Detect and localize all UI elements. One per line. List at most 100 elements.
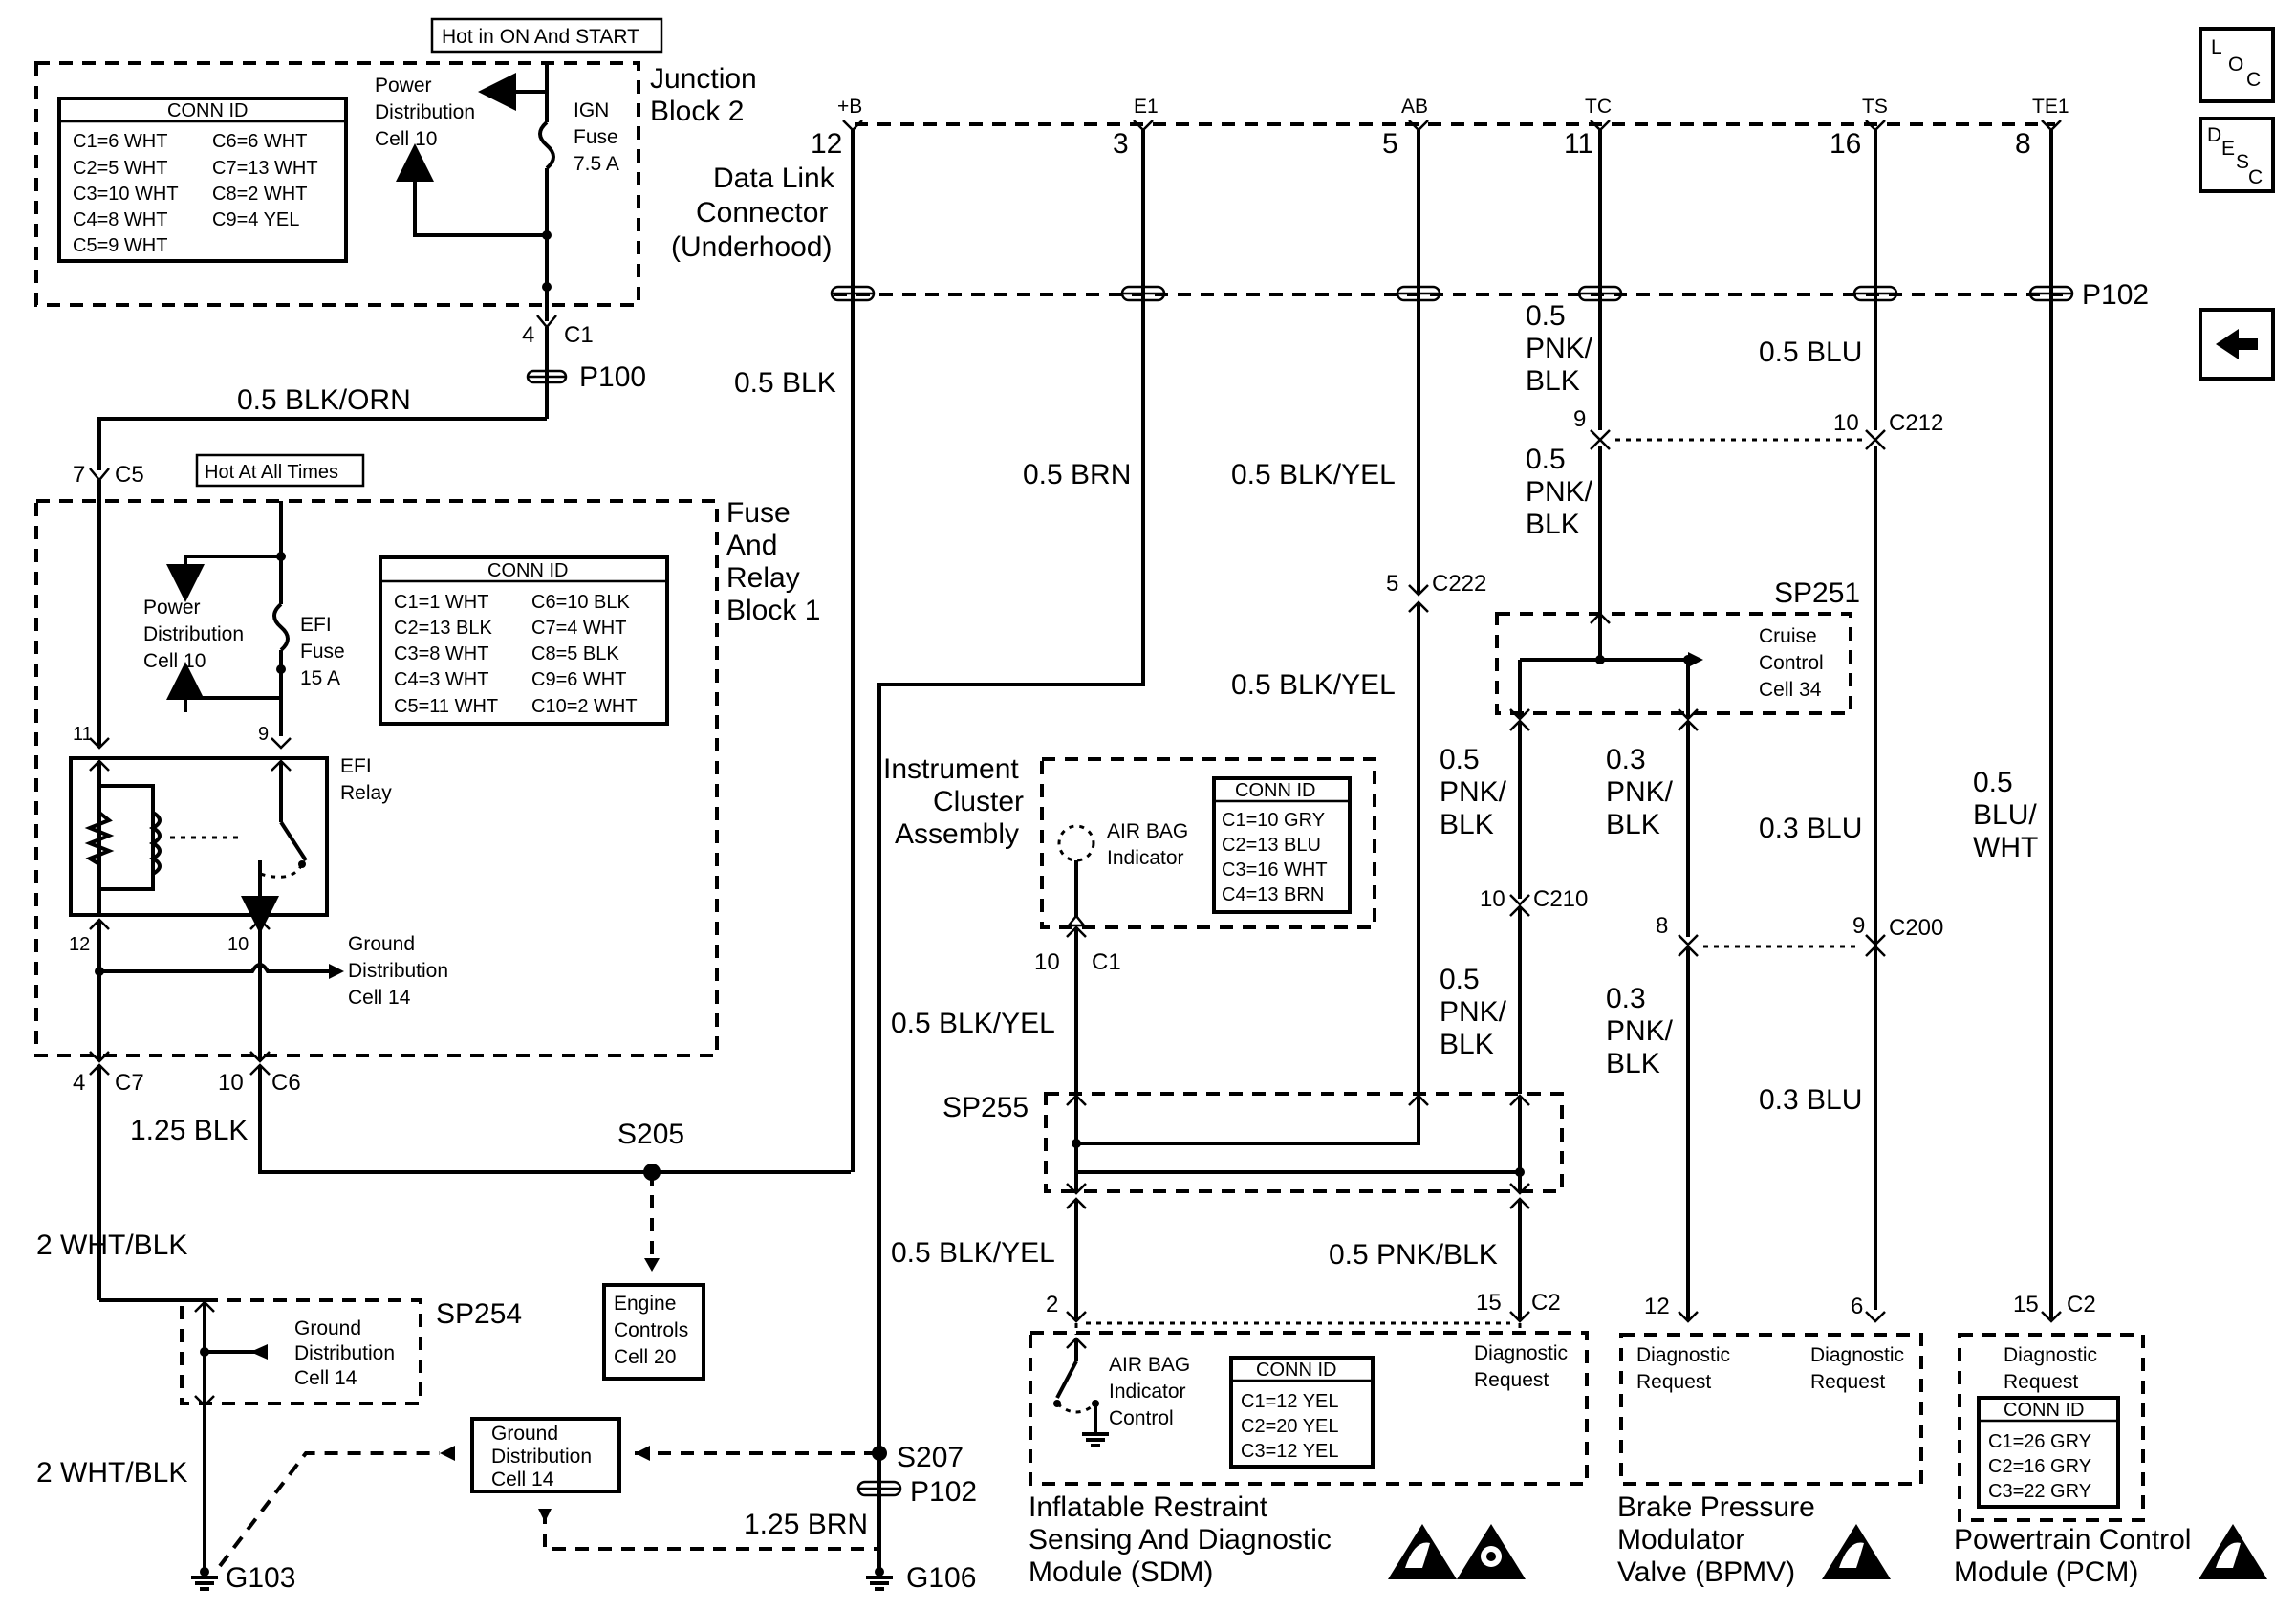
svg-text:AB: AB — [1401, 96, 1428, 118]
svg-text:CONN ID: CONN ID — [1256, 1360, 1336, 1381]
svg-text:C2: C2 — [2067, 1292, 2096, 1317]
svg-text:CONN ID: CONN ID — [487, 560, 568, 581]
svg-text:BLK: BLK — [1440, 1029, 1494, 1060]
svg-text:15 A: 15 A — [300, 667, 340, 689]
svg-text:C2=5 WHT: C2=5 WHT — [73, 158, 167, 179]
svg-text:AIR BAG: AIR BAG — [1109, 1354, 1190, 1376]
wire-label: 0.3 BLU — [1759, 1084, 1862, 1116]
back-button[interactable] — [2199, 308, 2275, 381]
svg-text:10: 10 — [218, 1070, 244, 1096]
svg-text:C212: C212 — [1889, 410, 1943, 436]
data-link-connector: Data Link Connector (Underhood) +B E1 AB… — [671, 96, 2069, 296]
svg-text:Ground: Ground — [348, 933, 415, 955]
svg-text:3: 3 — [1113, 128, 1129, 160]
svg-text:Brake Pressure: Brake Pressure — [1617, 1491, 1815, 1523]
conn-id-table: CONN ID C1=26 GRY C2=16 GRY C3=22 GRY — [1977, 1396, 2120, 1509]
svg-text:CONN ID: CONN ID — [1235, 780, 1315, 801]
svg-text:Distribution: Distribution — [375, 101, 475, 123]
svg-text:C1=10 GRY: C1=10 GRY — [1222, 810, 1325, 831]
svg-text:C3=8 WHT: C3=8 WHT — [394, 643, 488, 664]
sp254-splice-pack: SP254 Ground Distribution Cell 14 — [180, 1298, 522, 1407]
wire-label: 2 WHT/BLK — [36, 1229, 187, 1261]
svg-text:C1=1 WHT: C1=1 WHT — [394, 592, 488, 613]
svg-text:Diagnostic: Diagnostic — [1810, 1344, 1904, 1366]
svg-text:4: 4 — [73, 1070, 85, 1096]
svg-text:8: 8 — [1656, 913, 1668, 939]
sdm-module: 2 15 C2 AIR BAG Indicator Control CONN I… — [1029, 1290, 1589, 1588]
sp251-splice-pack: SP251 Cruise Control Cell 34 — [1495, 577, 1860, 731]
svg-text:12: 12 — [1644, 1294, 1670, 1319]
svg-text:Indicator: Indicator — [1107, 847, 1184, 869]
svg-text:C1=12 YEL: C1=12 YEL — [1241, 1391, 1339, 1412]
svg-text:C1=6 WHT: C1=6 WHT — [73, 131, 167, 152]
svg-text:Cell 10: Cell 10 — [143, 650, 206, 672]
svg-text:Valve (BPMV): Valve (BPMV) — [1617, 1556, 1795, 1588]
svg-text:BLK: BLK — [1526, 365, 1580, 397]
svg-text:Block 2: Block 2 — [650, 96, 744, 127]
svg-text:5: 5 — [1382, 128, 1398, 160]
svg-text:And: And — [726, 530, 777, 561]
svg-text:C2=20 YEL: C2=20 YEL — [1241, 1416, 1339, 1437]
loc-button[interactable]: L O C — [2199, 27, 2275, 103]
svg-text:PNK/: PNK/ — [1440, 996, 1507, 1028]
wire-label: 0.5 BLK — [734, 367, 836, 399]
svg-text:C2=13 BLU: C2=13 BLU — [1222, 835, 1321, 856]
svg-text:0.3: 0.3 — [1606, 983, 1646, 1014]
svg-text:C7=13 WHT: C7=13 WHT — [212, 158, 318, 179]
svg-text:Cell 20: Cell 20 — [614, 1346, 676, 1368]
svg-text:Hot At All Times: Hot At All Times — [205, 462, 338, 483]
svg-text:Indicator: Indicator — [1109, 1381, 1186, 1403]
svg-text:C210: C210 — [1533, 886, 1588, 912]
esd-warning-icon — [2199, 1524, 2267, 1579]
svg-text:BLU/: BLU/ — [1973, 799, 2037, 831]
svg-text:P102: P102 — [2082, 279, 2149, 311]
svg-text:Distribution: Distribution — [348, 960, 448, 982]
svg-text:D: D — [2207, 124, 2221, 146]
svg-text:Fuse: Fuse — [300, 641, 345, 663]
svg-text:11: 11 — [1564, 128, 1593, 160]
svg-text:5: 5 — [1386, 571, 1398, 597]
hot-label: Hot in ON And START — [430, 17, 663, 54]
svg-text:11: 11 — [73, 724, 93, 745]
svg-text:PNK/: PNK/ — [1606, 1015, 1674, 1047]
svg-text:C4=3 WHT: C4=3 WHT — [394, 669, 488, 690]
svg-text:Control: Control — [1759, 652, 1824, 674]
svg-text:0.3: 0.3 — [1606, 744, 1646, 775]
svg-text:C: C — [2246, 69, 2261, 91]
svg-text:Inflatable Restraint: Inflatable Restraint — [1029, 1491, 1268, 1523]
svg-text:8: 8 — [2015, 128, 2031, 160]
svg-text:Distribution: Distribution — [143, 623, 244, 645]
svg-text:BLK: BLK — [1606, 809, 1660, 840]
svg-text:IGN: IGN — [574, 99, 609, 121]
efi-relay — [69, 756, 329, 934]
svg-text:AIR BAG: AIR BAG — [1107, 820, 1188, 842]
svg-text:S: S — [2236, 151, 2249, 173]
svg-text:BLK: BLK — [1440, 809, 1494, 840]
svg-text:Ground: Ground — [294, 1317, 361, 1339]
svg-text:Control: Control — [1109, 1407, 1174, 1429]
svg-text:Module (PCM): Module (PCM) — [1954, 1556, 2138, 1588]
svg-text:15: 15 — [1476, 1290, 1502, 1316]
svg-text:EFI: EFI — [340, 755, 372, 777]
svg-text:Power: Power — [375, 75, 432, 97]
desc-button[interactable]: D E S C — [2199, 117, 2275, 193]
p102-connector: P102 — [830, 279, 2149, 311]
svg-text:C6=6 WHT: C6=6 WHT — [212, 131, 307, 152]
svg-text:C3=10 WHT: C3=10 WHT — [73, 184, 179, 205]
svg-text:Block 1: Block 1 — [726, 595, 820, 626]
svg-text:C9=4 YEL: C9=4 YEL — [212, 209, 299, 230]
svg-text:Controls: Controls — [614, 1319, 688, 1341]
svg-text:Diagnostic: Diagnostic — [1474, 1342, 1568, 1364]
svg-text:CONN ID: CONN ID — [2004, 1400, 2084, 1421]
junction-block-2: Hot in ON And START Junction Block 2 CON… — [34, 17, 757, 348]
svg-text:Fuse: Fuse — [726, 497, 791, 529]
svg-text:9: 9 — [1573, 406, 1586, 432]
svg-text:Data Link: Data Link — [713, 163, 835, 194]
svg-text:C222: C222 — [1432, 571, 1486, 597]
pcm-module: 15 C2 Diagnostic Request CONN ID C1=26 G… — [1954, 1292, 2267, 1588]
svg-text:L: L — [2211, 36, 2222, 58]
svg-text:C5: C5 — [115, 462, 144, 488]
svg-text:SP255: SP255 — [942, 1092, 1029, 1123]
p102-bottom-label: P102 — [910, 1476, 977, 1508]
